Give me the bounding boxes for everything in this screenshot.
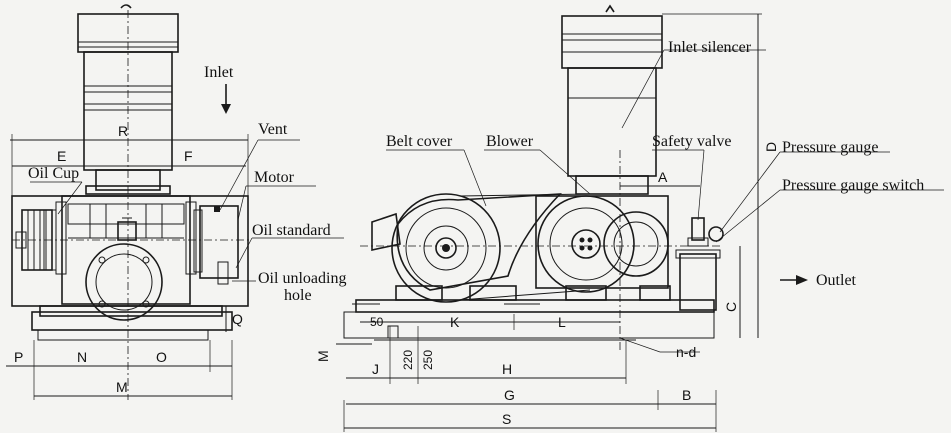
rotor-housing — [85, 243, 163, 321]
dim-F: F — [184, 148, 193, 164]
lifting-eye-icon — [120, 4, 132, 9]
coupling — [117, 221, 137, 241]
dim-A: A — [658, 169, 668, 185]
dim-N: N — [77, 349, 87, 365]
safety-valve-label: Safety valve — [652, 133, 732, 150]
dim-50: 50 — [370, 315, 384, 329]
dim-O: O — [156, 349, 167, 365]
oil-unloading-label-2: hole — [284, 287, 312, 304]
inlet-label: Inlet — [204, 64, 234, 81]
dim-D: D — [763, 142, 779, 152]
blower-label: Blower — [486, 133, 534, 150]
dim-G: G — [504, 387, 515, 403]
pressure-gauge-label: Pressure gauge — [782, 139, 878, 156]
belt-cover-label: Belt cover — [386, 133, 453, 150]
blower-casing — [61, 195, 191, 305]
dim-M: M — [116, 379, 128, 395]
motor-label: Motor — [254, 169, 295, 186]
outlet-label: Outlet — [816, 272, 857, 289]
dim-E: E — [57, 148, 66, 164]
dim-K: K — [450, 314, 460, 330]
dim-n-d: n-d — [676, 344, 696, 360]
left-base — [31, 311, 233, 331]
dim-L: L — [558, 314, 566, 330]
inlet-silencer-label: Inlet silencer — [668, 39, 752, 56]
pressure-gauge-icon — [708, 226, 724, 242]
dim-250: 250 — [421, 350, 435, 370]
inlet-silencer — [561, 15, 663, 69]
left-view — [6, 4, 344, 400]
dim-C: C — [723, 302, 739, 312]
motor-pulley-guard — [391, 193, 501, 303]
dim-S: S — [502, 411, 511, 427]
pressure-gauge-switch-label: Pressure gauge switch — [782, 177, 924, 194]
dim-J: J — [372, 361, 379, 377]
motor-envelope — [11, 195, 249, 307]
oil-cup-label: Oil Cup — [28, 165, 79, 182]
dim-220: 220 — [401, 350, 415, 370]
dim-P: P — [14, 349, 23, 365]
belt-cover — [396, 193, 562, 291]
vent-label: Vent — [258, 121, 288, 138]
oil-unloading-label: Oil unloading — [258, 270, 346, 287]
dim-H: H — [502, 361, 512, 377]
belt-tensioner — [371, 212, 401, 251]
outlet-flange — [679, 253, 717, 311]
oil-unloading-hole — [217, 261, 229, 285]
dim-M-right: M — [315, 350, 331, 362]
dim-B: B — [682, 387, 691, 403]
right-base — [355, 299, 715, 313]
safety-valve — [691, 217, 705, 241]
dim-Q: Q — [232, 311, 243, 327]
oil-standard-label: Oil standard — [252, 222, 331, 239]
right-view — [336, 4, 944, 432]
dim-R: R — [118, 123, 128, 139]
